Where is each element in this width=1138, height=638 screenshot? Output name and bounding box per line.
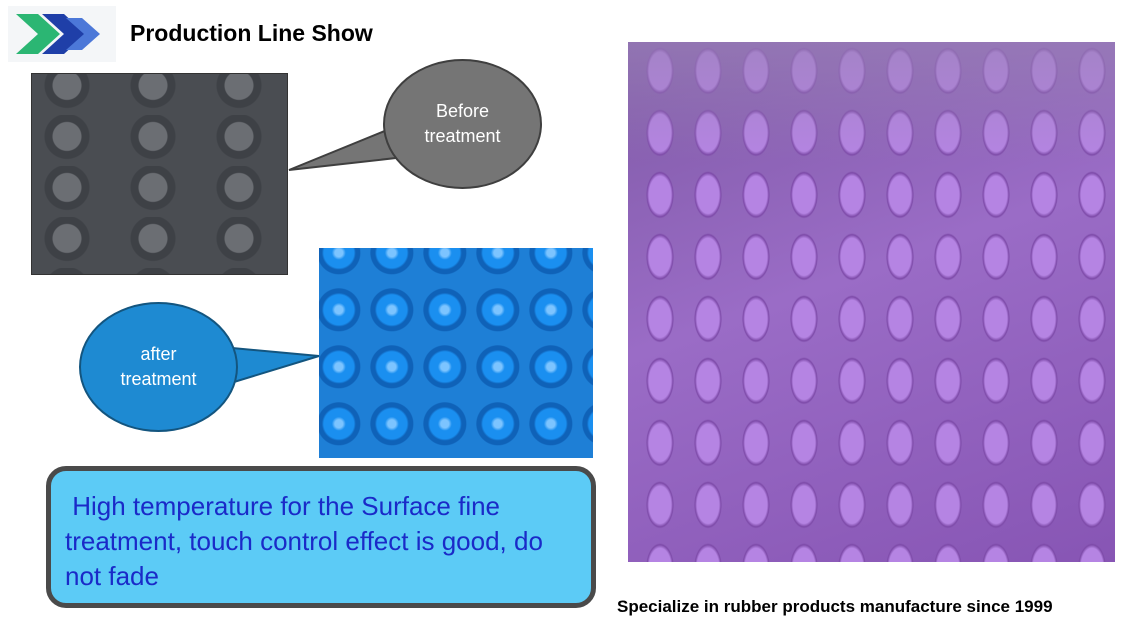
company-caption: Specialize in rubber products manufactur… — [617, 597, 1053, 616]
before-bubble-line2: treatment — [424, 126, 501, 146]
after-bubble-line2: treatment — [120, 369, 197, 389]
after-treatment-bubble: after treatment — [79, 302, 238, 432]
before-treatment-photo — [31, 73, 288, 275]
page-title: Production Line Show — [130, 20, 373, 46]
before-bubble-line1: Before — [435, 101, 490, 121]
feature-callout-text: High temperature for the Surface fine tr… — [65, 491, 551, 591]
feature-callout: High temperature for the Surface fine tr… — [46, 466, 596, 608]
after-treatment-photo — [319, 248, 593, 458]
before-treatment-bubble: Before treatment — [383, 59, 542, 189]
company-logo-icon — [8, 6, 116, 62]
after-bubble-line1: after — [140, 344, 177, 364]
purple-rubber-product-photo — [628, 42, 1115, 562]
